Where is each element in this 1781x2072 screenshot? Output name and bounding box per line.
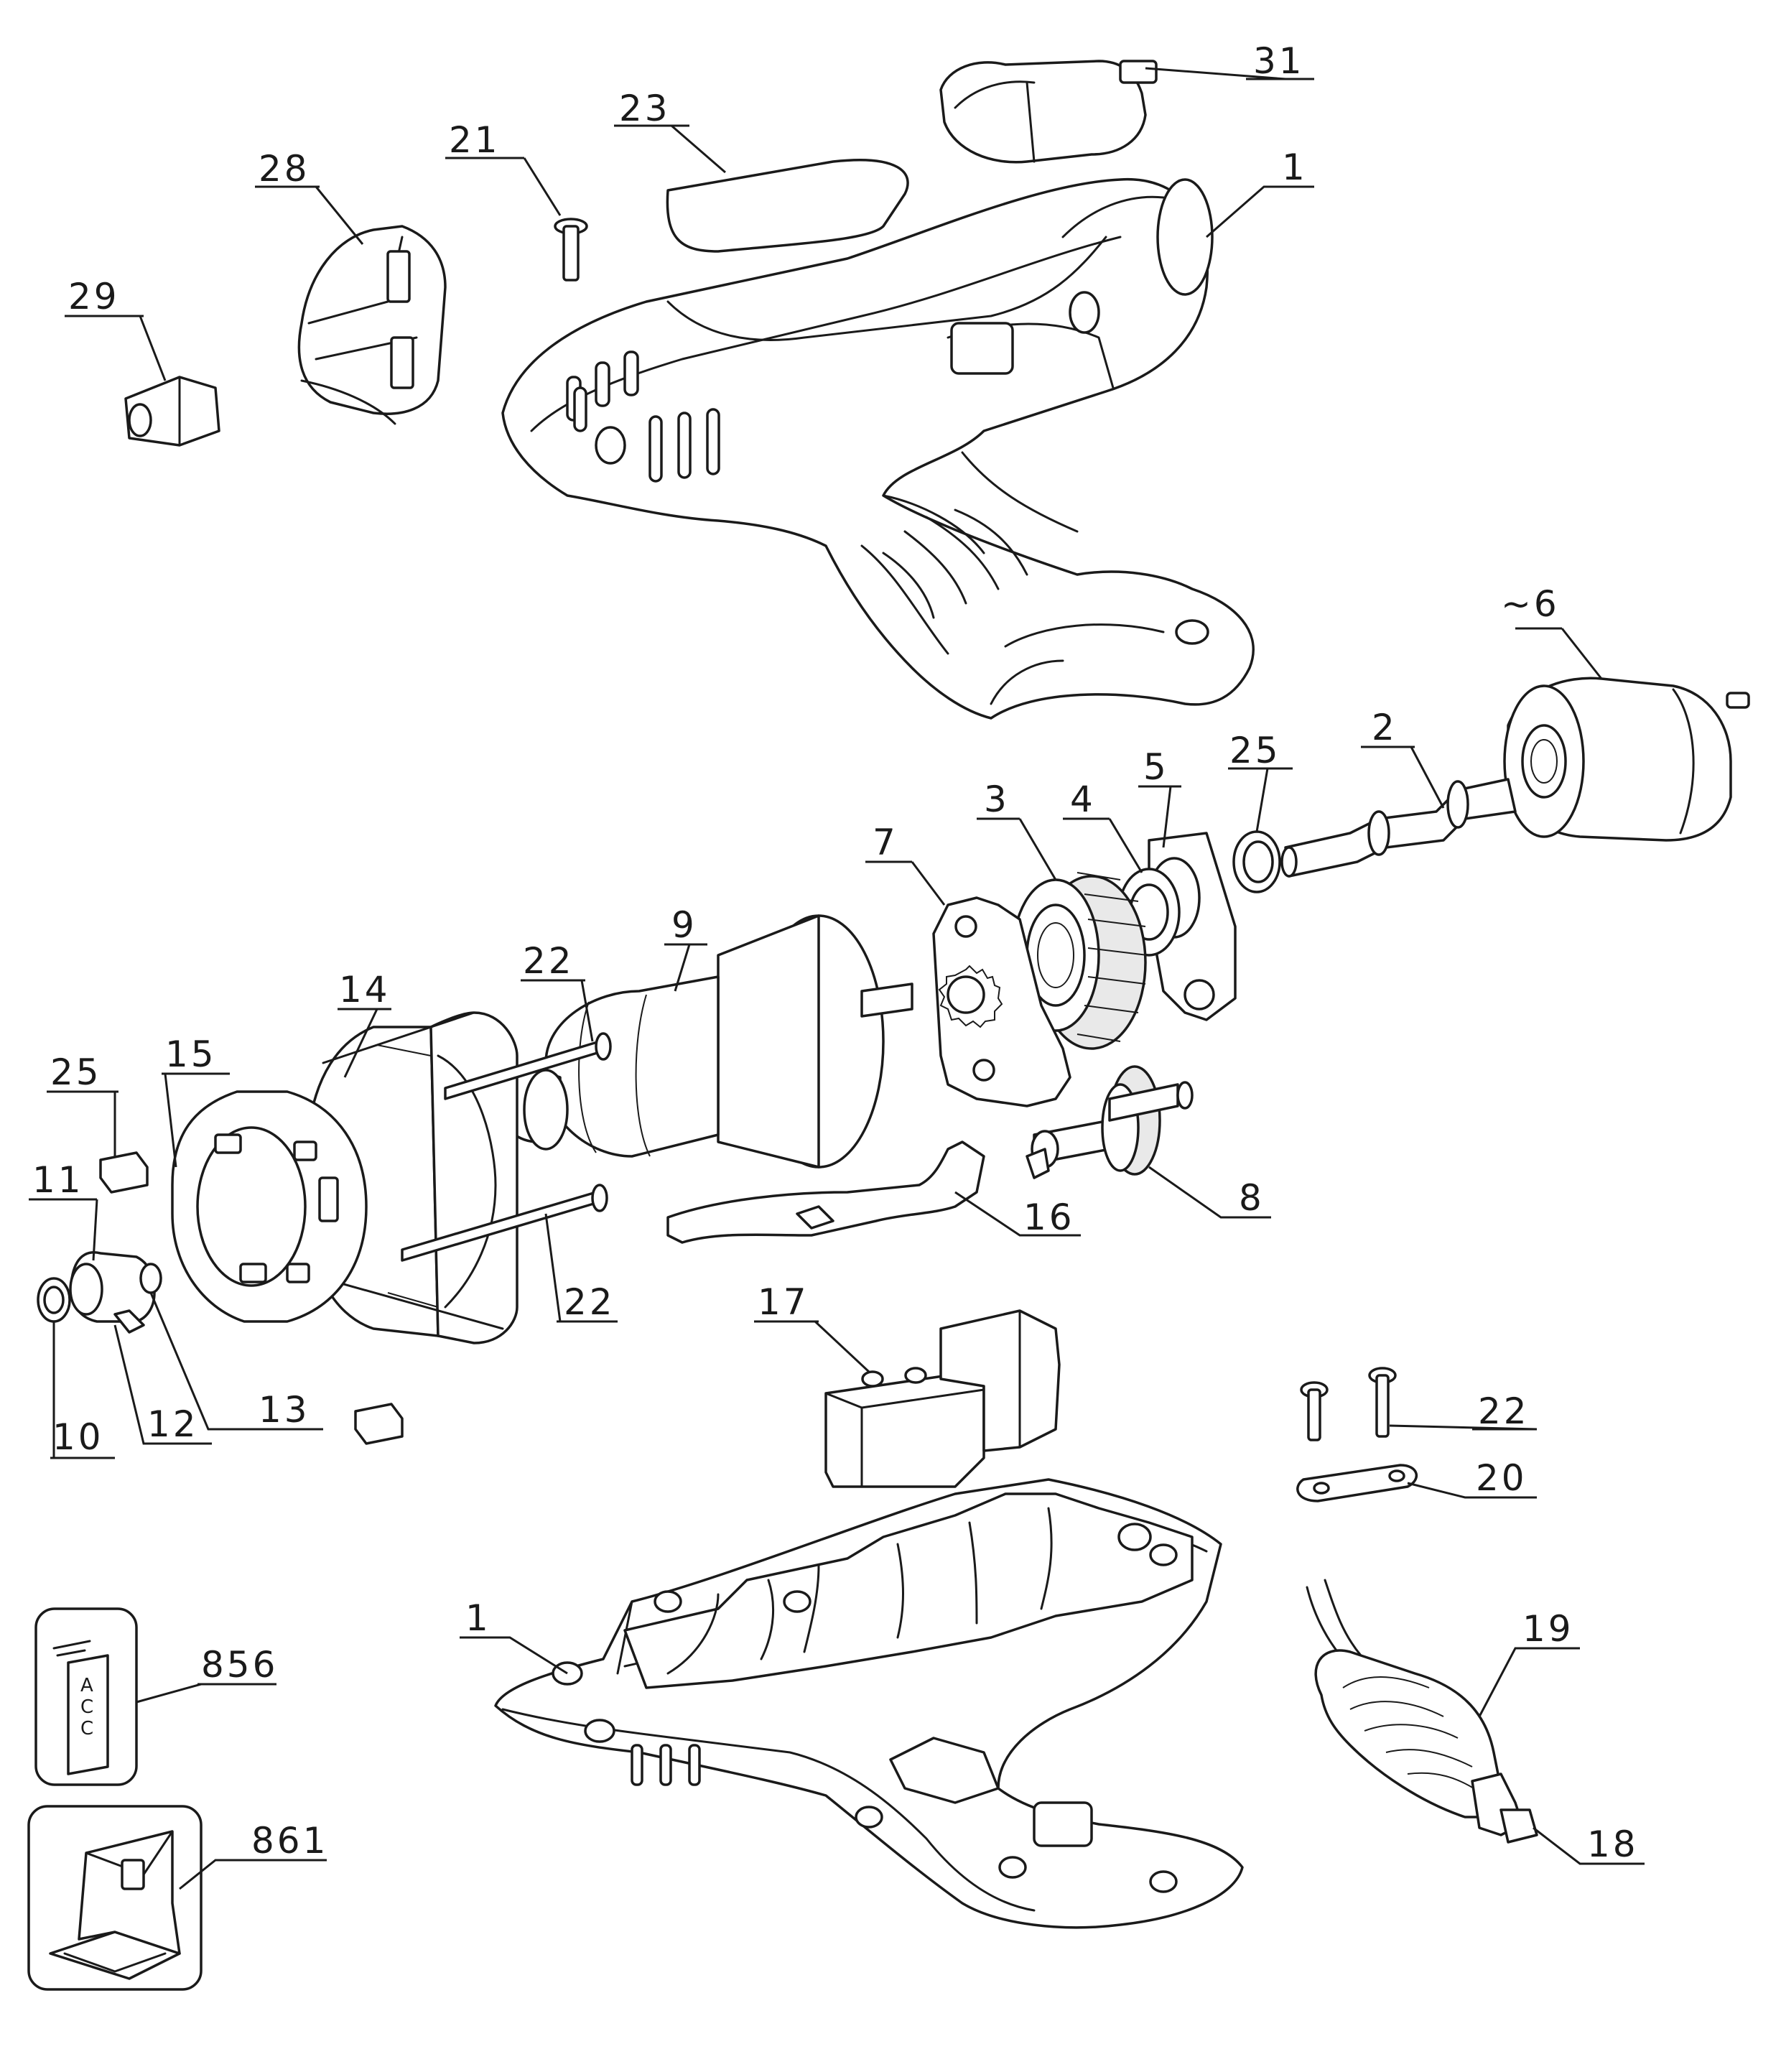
armature [487,914,913,1169]
label-4: 4 [1070,779,1096,820]
label-23: 23 [619,88,671,129]
label-28: 25 [1229,730,1281,771]
label-22-bottom: 22 [564,1281,615,1323]
end-cap [297,225,447,425]
label-3: 3 [984,779,1010,820]
acc-letter-a: A [80,1675,93,1696]
label-12: 12 [147,1403,199,1445]
switch-lever [666,1140,985,1244]
label-11: 11 [32,1159,84,1201]
housing-lower [494,1478,1244,1929]
callouts: 31 23 21 1 28 29 ~6 2 25 5 [29,40,1645,1890]
link-plate [1296,1464,1418,1502]
screws-bottom [1300,1367,1397,1441]
label-861: 861 [251,1820,328,1862]
label-10: 10 [52,1416,104,1458]
gearbox-plate [932,896,1071,1107]
label-15: 15 [165,1033,217,1075]
label-21-top: 21 [449,119,501,161]
label-6: ~6 [1501,583,1560,625]
screw-top [554,218,588,282]
label-5: 5 [1143,746,1169,788]
label-30: 29 [68,276,120,317]
accessory-card: A C C [34,1607,138,1786]
brush-ring [171,1090,368,1323]
label-1-bottom: 1 [465,1597,491,1639]
end-bearing-parts [37,1251,162,1334]
intermediate-gear [1026,1065,1194,1179]
chuck [1503,677,1750,842]
label-9: 9 [671,904,697,946]
label-856: 856 [201,1644,278,1686]
carbon-brushes [99,1151,404,1445]
label-22-top: 22 [523,940,575,982]
label-17: 17 [758,1281,809,1323]
label-14: 14 [339,969,391,1011]
cord-guard [1306,1579,1538,1844]
carry-case [27,1805,203,1991]
label-7: 7 [873,822,898,863]
switch-cap [939,60,1158,164]
trigger-switch [824,1309,1061,1488]
label-29: 28 [259,148,310,190]
long-screws [401,1032,612,1262]
acc-letter-c2: C [80,1718,93,1739]
label-25: 25 [50,1051,102,1093]
spindle [1280,778,1517,878]
label-31: 31 [1253,40,1305,82]
label-8: 8 [1239,1177,1265,1219]
label-1-top: 1 [1282,147,1308,188]
label-18: 18 [1587,1824,1639,1865]
acc-letter-c1: C [80,1696,93,1718]
brush-block [124,376,220,447]
label-13: 13 [259,1389,310,1431]
label-19: 19 [1522,1608,1574,1650]
washer-28 [1232,830,1281,893]
label-2: 2 [1372,707,1398,748]
label-20: 20 [1476,1457,1527,1499]
label-16: 16 [1023,1197,1075,1238]
label-plate [666,159,909,253]
label-21-bottom: 22 [1478,1390,1530,1432]
housing-upper [501,178,1255,720]
